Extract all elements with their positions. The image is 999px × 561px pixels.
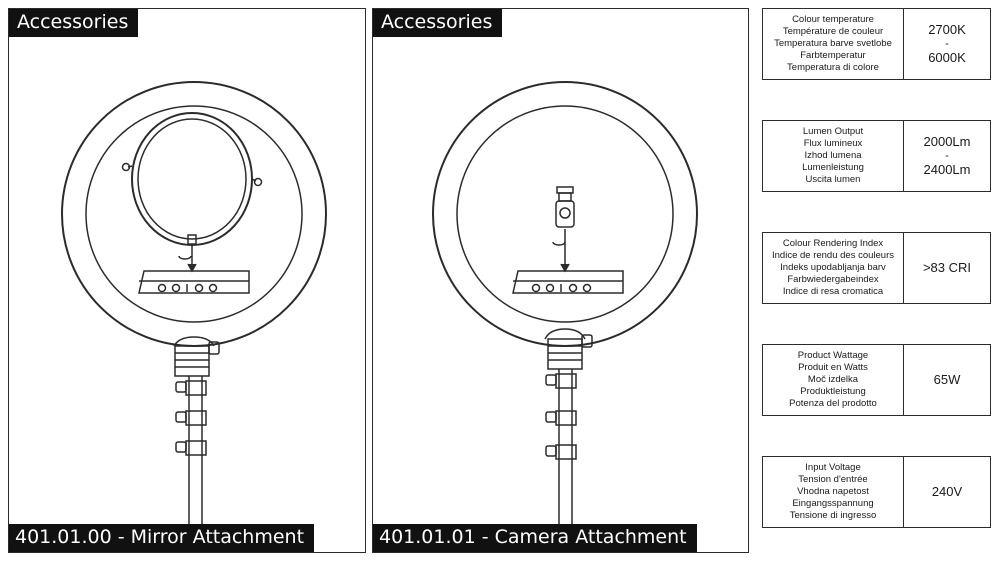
- spec-label-de: Farbwiedergabeindex: [787, 274, 879, 285]
- camera-attachment-panel: Accessories 401.01.01 - Camera Attachmen…: [372, 8, 749, 553]
- spec-value-text: >83 CRI: [922, 260, 972, 275]
- spec-value-text: 65W: [933, 372, 961, 387]
- spec-value: 240V: [904, 457, 990, 527]
- spec-label-it: Uscita lumen: [805, 174, 861, 185]
- spec-label-en: Lumen Output: [802, 126, 864, 137]
- spec-label-fr: Tension d'entrée: [798, 474, 868, 485]
- product-caption: 401.01.00 - Mirror Attachment: [9, 524, 315, 552]
- product-caption: 401.01.01 - Camera Attachment: [373, 524, 697, 552]
- spec-label-it: Potenza del prodotto: [789, 398, 877, 409]
- spec-label-it: Tensione di ingresso: [789, 510, 877, 521]
- ring-light-camera-illustration: [432, 81, 698, 552]
- spec-label-sl: Izhod lumena: [804, 150, 862, 161]
- spec-value-text: 240V: [931, 484, 963, 499]
- spec-label-it: Indice di resa cromatica: [782, 286, 884, 297]
- spec-lumen-output: Lumen Output Flux lumineux Izhod lumena …: [762, 120, 991, 192]
- spec-value: 2700K - 6000K: [904, 9, 990, 79]
- spec-label-de: Lumenleistung: [802, 162, 864, 173]
- spec-value-min: 2000Lm: [923, 134, 971, 149]
- spec-value-max: 2400Lm: [923, 162, 971, 177]
- spec-label-fr: Produit en Watts: [798, 362, 868, 373]
- mirror-attachment-panel: Accessories 401.01.00 - Mirror Attachmen…: [8, 8, 366, 553]
- spec-label-sl: Indeks upodabljanja barv: [780, 262, 886, 273]
- spec-label-sl: Vhodna napetost: [797, 486, 869, 497]
- panel-title: Accessories: [9, 9, 139, 37]
- spec-value-separator: -: [945, 150, 949, 162]
- spec-label-de: Produktleistung: [800, 386, 866, 397]
- spec-value-max: 6000K: [928, 50, 966, 65]
- spec-value: 2000Lm - 2400Lm: [904, 121, 990, 191]
- spec-value: >83 CRI: [904, 233, 990, 303]
- spec-label-de: Eingangsspannung: [792, 498, 874, 509]
- spec-value: 65W: [904, 345, 990, 415]
- spec-value-separator: -: [945, 38, 949, 50]
- spec-label-fr: Indice de rendu des couleurs: [772, 250, 894, 261]
- spec-label-sl: Temperatura barve svetlobe: [774, 38, 892, 49]
- panel-title: Accessories: [373, 9, 503, 37]
- spec-label-it: Temperatura di colore: [787, 62, 879, 73]
- spec-label-de: Farbtemperatur: [800, 50, 866, 61]
- ring-light-mirror-illustration: [61, 81, 327, 552]
- spec-colour-rendering-index: Colour Rendering Index Indice de rendu d…: [762, 232, 991, 304]
- spec-label-en: Product Wattage: [797, 350, 869, 361]
- spec-colour-temperature: Colour temperature Température de couleu…: [762, 8, 991, 80]
- spec-labels: Lumen Output Flux lumineux Izhod lumena …: [763, 121, 904, 191]
- spec-labels: Colour Rendering Index Indice de rendu d…: [763, 233, 904, 303]
- spec-label-fr: Flux lumineux: [803, 138, 863, 149]
- spec-label-en: Input Voltage: [805, 462, 861, 473]
- spec-labels: Product Wattage Produit en Watts Moč izd…: [763, 345, 904, 415]
- spec-label-en: Colour temperature: [792, 14, 874, 25]
- spec-label-sl: Moč izdelka: [807, 374, 859, 385]
- spec-label-fr: Température de couleur: [782, 26, 884, 37]
- spec-label-en: Colour Rendering Index: [782, 238, 884, 249]
- spec-input-voltage: Input Voltage Tension d'entrée Vhodna na…: [762, 456, 991, 528]
- spec-value-min: 2700K: [928, 22, 966, 37]
- spec-labels: Colour temperature Température de couleu…: [763, 9, 904, 79]
- spec-product-wattage: Product Wattage Produit en Watts Moč izd…: [762, 344, 991, 416]
- spec-labels: Input Voltage Tension d'entrée Vhodna na…: [763, 457, 904, 527]
